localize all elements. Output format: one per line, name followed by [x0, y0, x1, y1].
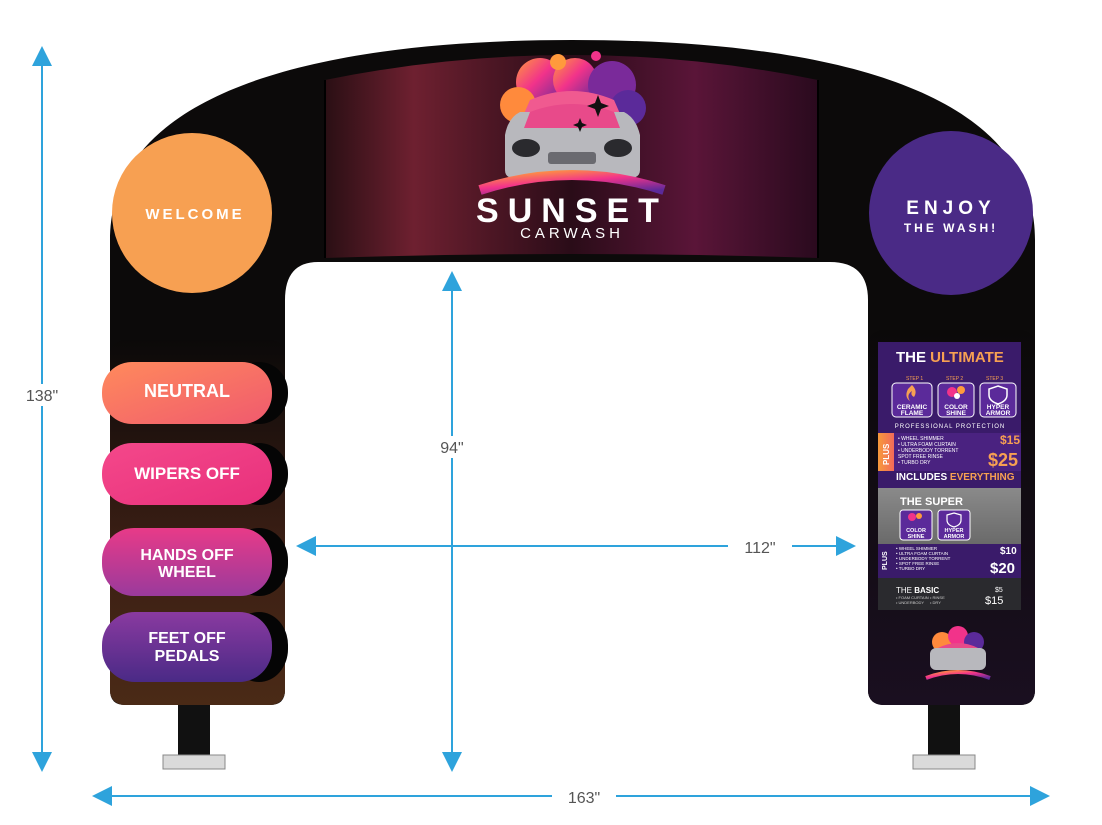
svg-text:• WHEEL SHIMMER: • WHEEL SHIMMER — [898, 436, 944, 442]
flame-icon — [906, 385, 916, 401]
svg-text:ARMOR: ARMOR — [986, 410, 1011, 417]
svg-text:SHINE: SHINE — [946, 410, 967, 417]
svg-text:• TURBO DRY: • TURBO DRY — [896, 566, 925, 571]
right-foot — [912, 700, 976, 770]
ultimate-title: THE ULTIMATE — [896, 349, 1004, 366]
svg-text:• UNDERBODY TORRENT: • UNDERBODY TORRENT — [896, 556, 951, 561]
svg-text:HYPER: HYPER — [987, 404, 1010, 411]
svg-text:HANDS OFF: HANDS OFF — [140, 547, 234, 564]
dimension-clearance-width: 112" — [296, 536, 856, 558]
svg-text:NEUTRAL: NEUTRAL — [144, 381, 230, 401]
svg-text:WIPERS OFF: WIPERS OFF — [134, 464, 240, 483]
svg-text:COLOR: COLOR — [944, 404, 968, 411]
ceramic-flame-tile — [891, 382, 933, 418]
svg-text:HYPER: HYPER — [945, 528, 964, 534]
small-logo — [925, 626, 991, 680]
dimension-clearance-height: 94" — [430, 271, 474, 772]
instruction-pill: NEUTRAL — [102, 362, 288, 424]
svg-text:• WHEEL SHIMMER: • WHEEL SHIMMER — [896, 546, 938, 551]
enjoy-text-line1: ENJOY — [906, 198, 995, 219]
svg-text:STEP 2: STEP 2 — [946, 376, 963, 382]
svg-text:SHINE: SHINE — [908, 534, 925, 540]
svg-text:163": 163" — [568, 790, 600, 807]
instruction-pill: WIPERS OFF — [102, 443, 288, 505]
includes-everything: INCLUDES EVERYTHING — [896, 472, 1015, 483]
svg-text:$15: $15 — [985, 595, 1003, 607]
instruction-pill: HANDS OFF WHEEL — [102, 528, 288, 596]
svg-text:138": 138" — [26, 388, 58, 405]
enjoy-circle — [869, 131, 1033, 295]
svg-text:$5: $5 — [995, 587, 1003, 594]
svg-text:112": 112" — [744, 540, 775, 557]
svg-text:SPOT FREE RINSE: SPOT FREE RINSE — [898, 454, 944, 460]
svg-text:• RINSE: • RINSE — [930, 595, 945, 600]
brand-name: SUNSET — [476, 192, 668, 230]
sunset-carwash-logo — [478, 51, 666, 195]
svg-text:FLAME: FLAME — [901, 410, 924, 417]
svg-text:• ULTRA FOAM CURTAIN: • ULTRA FOAM CURTAIN — [898, 442, 956, 448]
color-shine-tile — [937, 382, 975, 418]
svg-text:$15: $15 — [1000, 433, 1020, 447]
brand-sub: CARWASH — [520, 225, 624, 242]
svg-text:STEP 1: STEP 1 — [906, 376, 923, 382]
dimension-width: 163" — [92, 786, 1050, 808]
svg-text:PROFESSIONAL PROTECTION: PROFESSIONAL PROTECTION — [895, 424, 1005, 430]
svg-text:PEDALS: PEDALS — [155, 648, 220, 665]
left-foot — [162, 700, 226, 770]
bubbles-icon — [947, 386, 965, 399]
svg-text:• UNDERBODY TORRENT: • UNDERBODY TORRENT — [898, 448, 958, 454]
menu-board: THE ULTIMATE STEP 1 STEP 2 STEP 3 CERAMI… — [878, 342, 1021, 610]
svg-text:ARMOR: ARMOR — [944, 534, 965, 540]
svg-text:• DRY: • DRY — [930, 600, 941, 605]
svg-text:$20: $20 — [990, 560, 1015, 577]
bubbles-icon — [908, 513, 922, 521]
instruction-pill: FEET OFF PEDALS — [102, 612, 288, 682]
welcome-circle — [112, 133, 272, 293]
svg-text:PLUS: PLUS — [882, 443, 891, 465]
svg-text:COLOR: COLOR — [906, 528, 926, 534]
dimension-height: 138" — [20, 46, 64, 772]
svg-text:WHEEL: WHEEL — [158, 564, 216, 581]
svg-text:• TURBO DRY: • TURBO DRY — [898, 460, 931, 466]
welcome-text: WELCOME — [145, 206, 244, 223]
svg-text:$10: $10 — [1000, 546, 1017, 557]
shield-icon — [946, 512, 962, 528]
svg-text:$25: $25 — [988, 450, 1018, 470]
svg-text:• SPOT FREE RINSE: • SPOT FREE RINSE — [896, 561, 939, 566]
svg-text:94": 94" — [440, 440, 463, 457]
shield-icon — [988, 385, 1008, 405]
svg-text:THE SUPER: THE SUPER — [900, 496, 963, 508]
svg-text:FEET OFF: FEET OFF — [148, 630, 226, 647]
basic-title: THE BASIC — [896, 586, 939, 595]
svg-text:• UNDERBODY: • UNDERBODY — [896, 600, 924, 605]
svg-text:CERAMIC: CERAMIC — [897, 404, 928, 411]
enjoy-text-line2: THE WASH! — [904, 221, 998, 235]
svg-text:• ULTRA FOAM CURTAIN: • ULTRA FOAM CURTAIN — [896, 551, 948, 556]
svg-text:STEP 3: STEP 3 — [986, 376, 1003, 382]
svg-text:• FOAM CURTAIN: • FOAM CURTAIN — [896, 595, 929, 600]
svg-text:PLUS: PLUS — [882, 551, 889, 570]
